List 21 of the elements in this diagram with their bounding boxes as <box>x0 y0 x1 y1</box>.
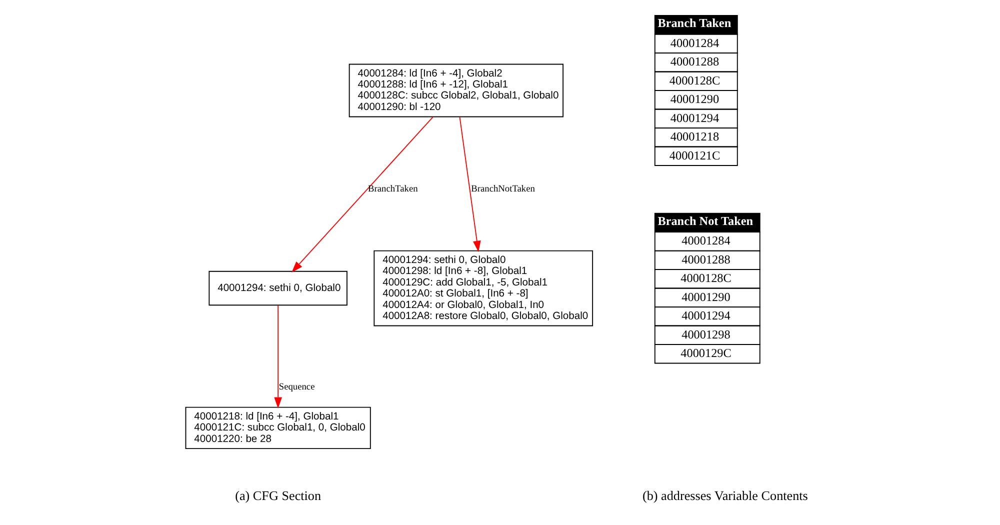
label: 4000129C <box>680 346 732 360</box>
label: 40001284 <box>682 234 730 248</box>
label: Branch Taken <box>658 16 732 30</box>
label: 40001218 <box>670 130 720 144</box>
edge-label: BranchTaken <box>368 184 418 195</box>
edge-label: Sequence <box>278 382 315 393</box>
label: (b) addresses Variable Contents <box>642 488 808 503</box>
label: 40001290 <box>682 290 730 304</box>
edge-label: BranchNotTaken <box>471 184 535 195</box>
label: 40001298 <box>682 327 730 342</box>
label: Branch Not Taken <box>658 214 754 228</box>
label: 40001288 <box>670 54 720 69</box>
label: 40001294 <box>682 308 730 323</box>
label: 4000121C <box>669 148 720 162</box>
label: 40001290 <box>670 92 720 106</box>
label: 40001284 <box>670 36 720 50</box>
label: 4000128C <box>669 73 720 88</box>
label: 4000128C <box>680 271 732 286</box>
label: 40001294 <box>670 110 720 125</box>
label: (a) CFG Section <box>235 488 322 503</box>
label: 40001288 <box>682 252 730 266</box>
